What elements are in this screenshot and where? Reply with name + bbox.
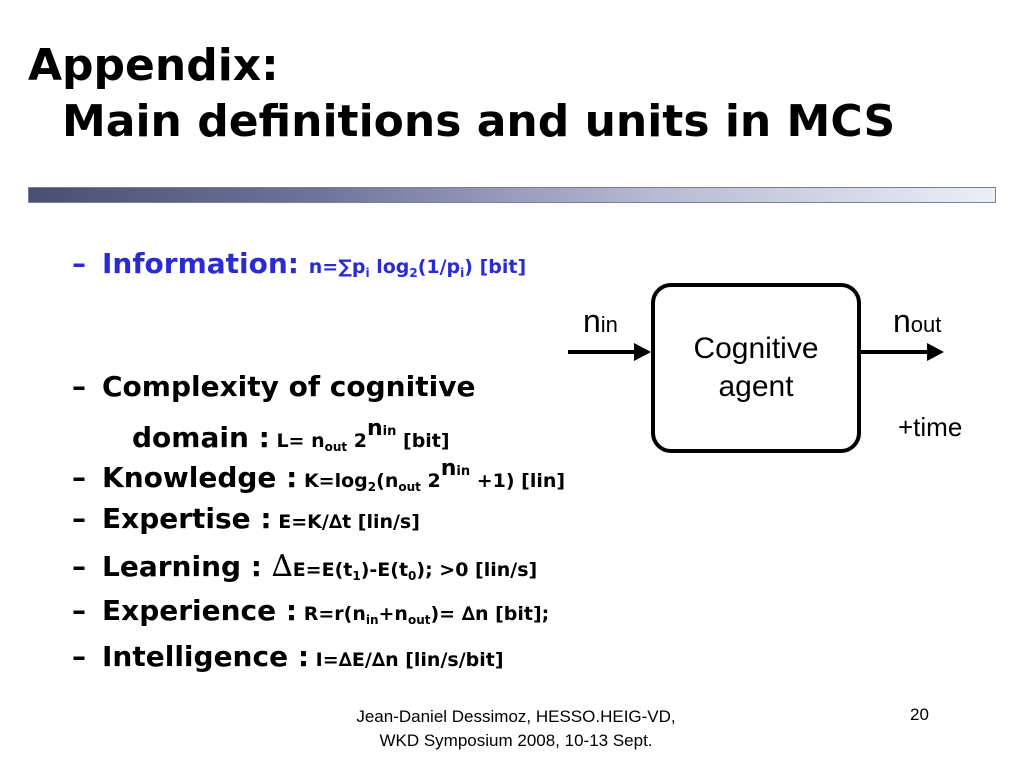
bullet-dash: – — [72, 370, 86, 403]
bullet-dash: – — [72, 550, 86, 583]
complexity-label: Complexity of cognitive — [102, 370, 476, 403]
bullet-knowledge: –Knowledge : K=log2(nout 2nin +1) [lin] — [72, 456, 565, 494]
title-divider-bar — [28, 187, 996, 203]
title-line-1: Appendix: — [28, 40, 279, 91]
bullet-dash: – — [72, 461, 86, 494]
experience-formula: R=r(nin+nout)= ∆n [bit]; — [297, 603, 550, 627]
intelligence-formula: I=∆E/∆n [lin/s/bit] — [309, 649, 504, 671]
time-label: +time — [898, 412, 963, 442]
experience-label: Experience : — [102, 594, 298, 627]
bullet-learning: –Learning : ∆E=E(t1)-E(t0); >0 [lin/s] — [72, 549, 537, 584]
page-number: 20 — [910, 705, 929, 724]
bullet-complexity: –Complexity of cognitive — [72, 370, 475, 403]
learning-formula: E=E(t1)-E(t0); >0 [lin/s] — [292, 559, 538, 583]
footer-line-1: Jean-Daniel Dessimoz, HESSO.HEIG-VD, — [356, 707, 676, 726]
bullet-dash: – — [72, 502, 86, 535]
bullet-dash: – — [72, 640, 86, 673]
intelligence-label: Intelligence : — [102, 640, 310, 673]
output-label: nout — [893, 303, 942, 339]
delta-symbol: ∆ — [271, 549, 293, 584]
knowledge-formula: K=log2(nout 2nin +1) [lin] — [297, 456, 566, 494]
learning-label: Learning : — [102, 550, 262, 583]
information-formula: n=∑pi log2(1/pi) [bit] — [308, 256, 527, 280]
complexity-label-line-2: domain : — [132, 421, 270, 454]
bullet-intelligence: –Intelligence : I=∆E/∆n [lin/s/bit] — [72, 640, 504, 673]
bullet-dash: – — [72, 594, 86, 627]
information-label: Information: — [102, 247, 299, 280]
cognitive-agent-box: Cognitive agent — [651, 283, 861, 453]
knowledge-label: Knowledge : — [102, 461, 298, 494]
bullet-expertise: –Expertise : E=K/∆t [lin/s] — [72, 502, 420, 535]
title-line-2: Main definitions and units in MCS — [62, 96, 896, 147]
footer-line-2: WKD Symposium 2008, 10-13 Sept. — [379, 731, 653, 750]
input-label: nin — [583, 303, 618, 339]
complexity-formula: L= nout 2nin [bit] — [269, 416, 450, 454]
bullet-complexity-continued: domain : L= nout 2nin [bit] — [132, 416, 450, 454]
bullet-dash: – — [72, 247, 86, 280]
agent-label-line-2: agent — [718, 370, 794, 403]
input-arrow — [568, 343, 651, 361]
slide-footer: Jean-Daniel Dessimoz, HESSO.HEIG-VD, WKD… — [296, 705, 736, 753]
expertise-label: Expertise : — [102, 502, 272, 535]
bullet-information: –Information: n=∑pi log2(1/pi) [bit] — [72, 247, 526, 280]
agent-label-line-1: Cognitive — [693, 332, 819, 365]
slide-title: Appendix: Main definitions and units in … — [28, 38, 895, 150]
expertise-formula: E=K/∆t [lin/s] — [271, 511, 420, 533]
bullet-experience: –Experience : R=r(nin+nout)= ∆n [bit]; — [72, 594, 549, 627]
output-arrow — [861, 343, 944, 361]
